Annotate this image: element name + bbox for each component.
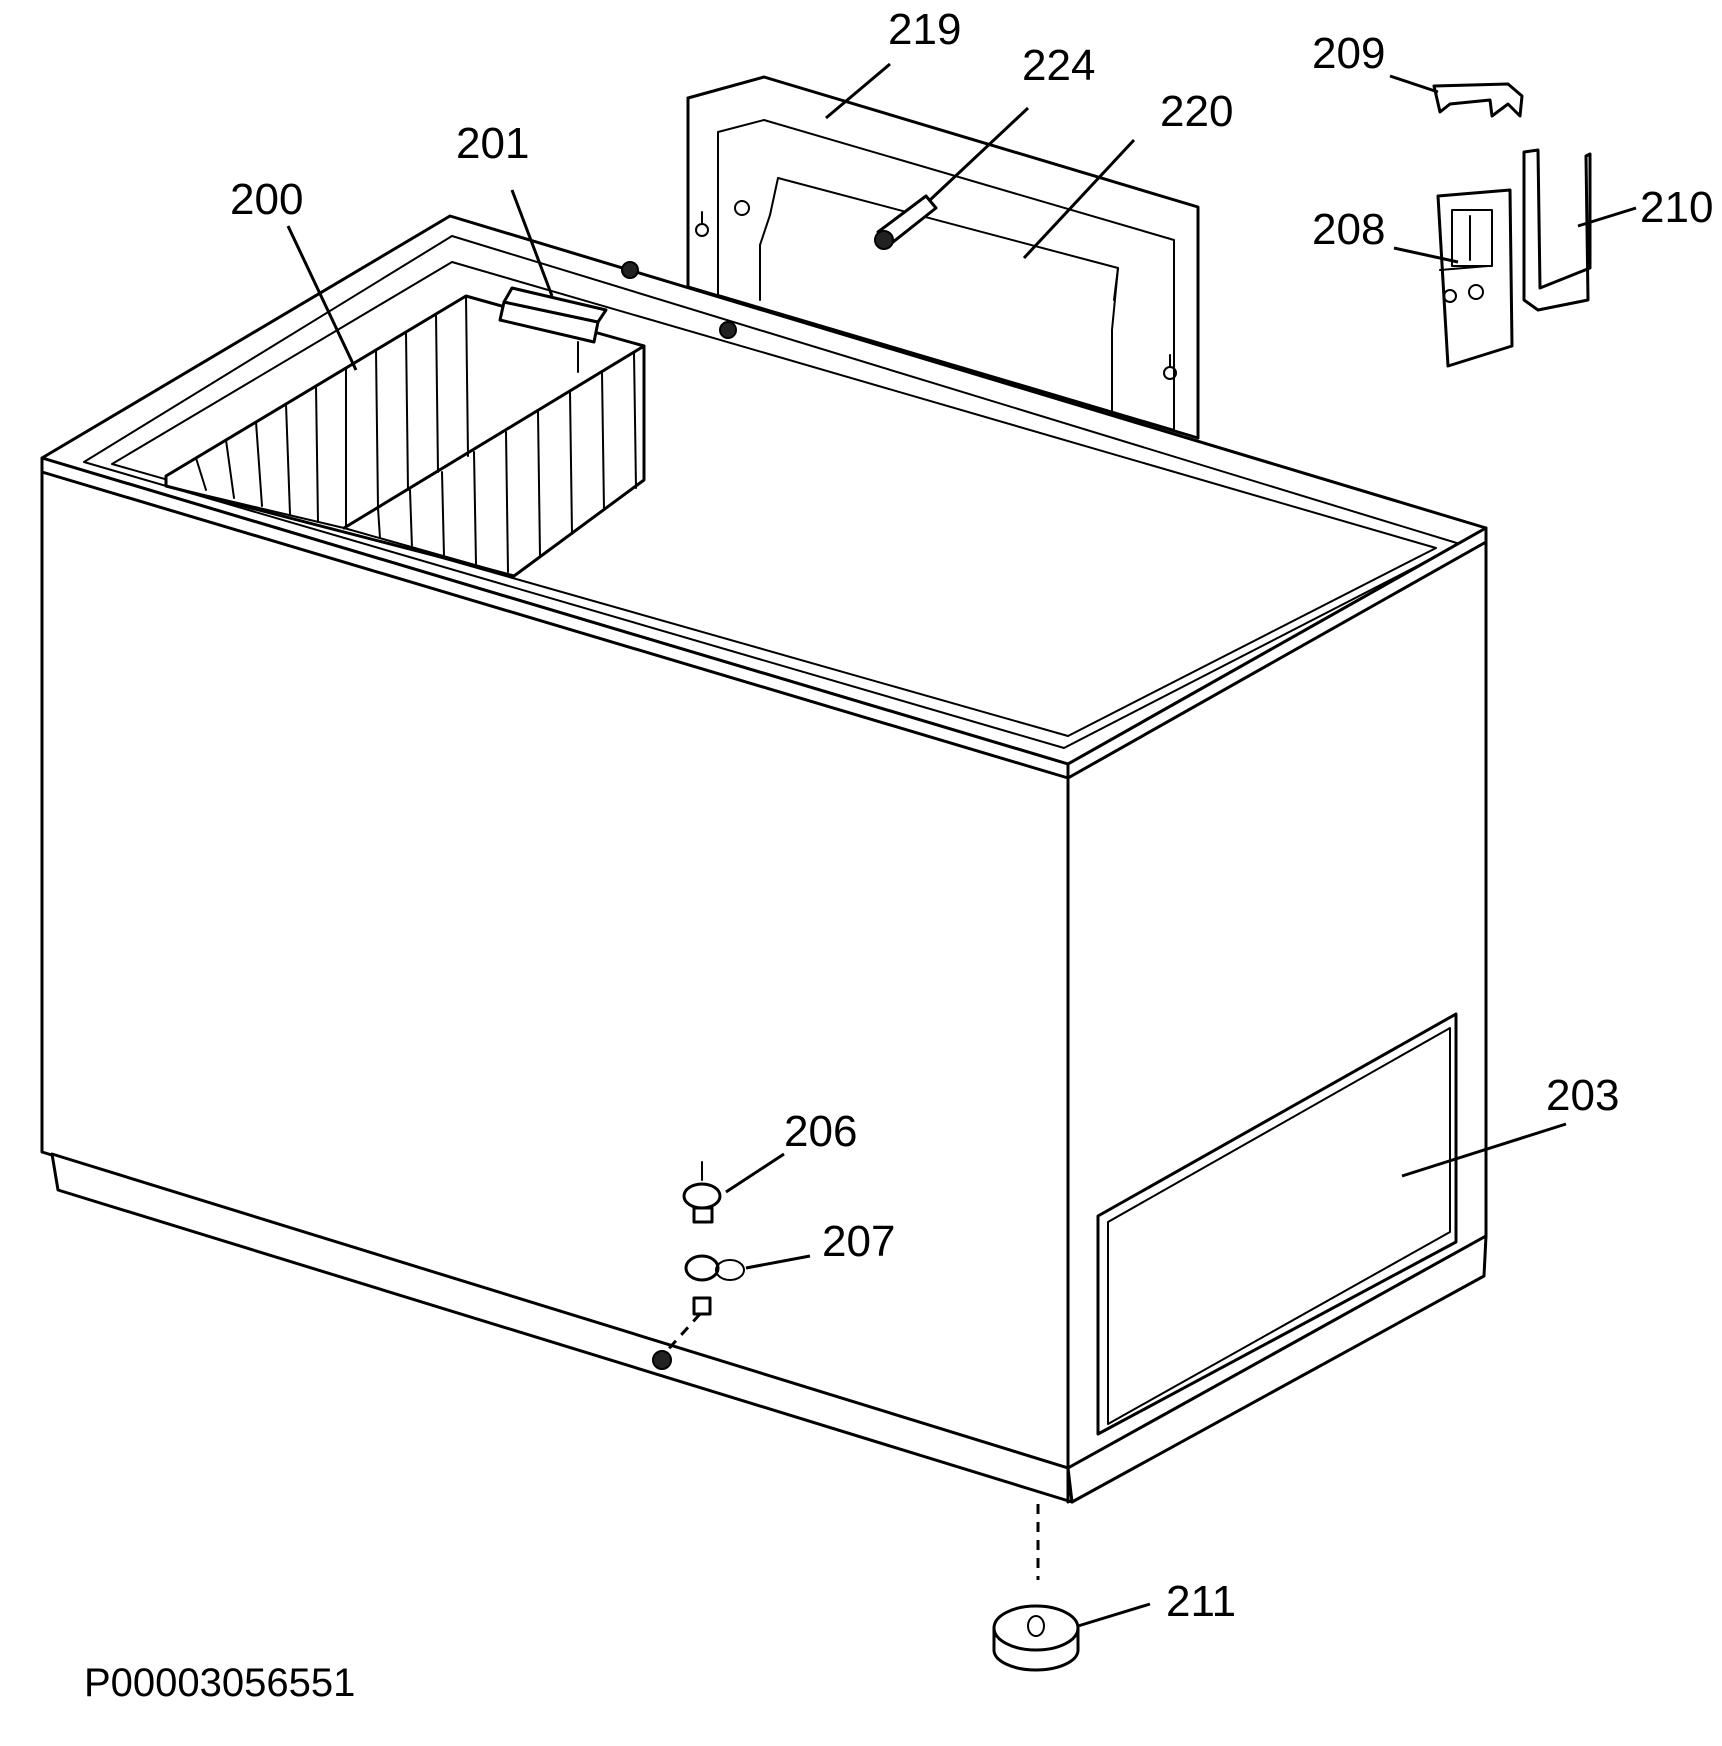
callout-200: 200 xyxy=(230,175,303,224)
document-id: P00003056551 xyxy=(84,1661,355,1705)
thermostat-housing xyxy=(1436,188,1514,368)
access-panel xyxy=(1096,1012,1458,1436)
hinge-rod xyxy=(874,194,938,250)
callout-209: 209 xyxy=(1312,29,1385,78)
foot xyxy=(992,1504,1080,1672)
leader-lines xyxy=(286,62,1637,1628)
callout-207: 207 xyxy=(822,1217,895,1266)
callout-224: 224 xyxy=(1022,41,1095,90)
callout-220: 220 xyxy=(1160,87,1233,136)
wire-basket xyxy=(164,286,646,578)
callout-labels: 219 224 220 209 210 208 201 200 203 206 … xyxy=(230,5,1713,1626)
drain-plug-assembly xyxy=(652,1161,745,1370)
callout-211: 211 xyxy=(1166,1577,1236,1626)
callout-210: 210 xyxy=(1640,183,1713,232)
callout-219: 219 xyxy=(888,5,961,54)
callout-203: 203 xyxy=(1546,1071,1619,1120)
callout-208: 208 xyxy=(1312,205,1385,254)
callout-201: 201 xyxy=(456,119,529,168)
control-cover xyxy=(1522,148,1592,312)
control-bracket xyxy=(1432,82,1524,118)
callout-206: 206 xyxy=(784,1107,857,1156)
